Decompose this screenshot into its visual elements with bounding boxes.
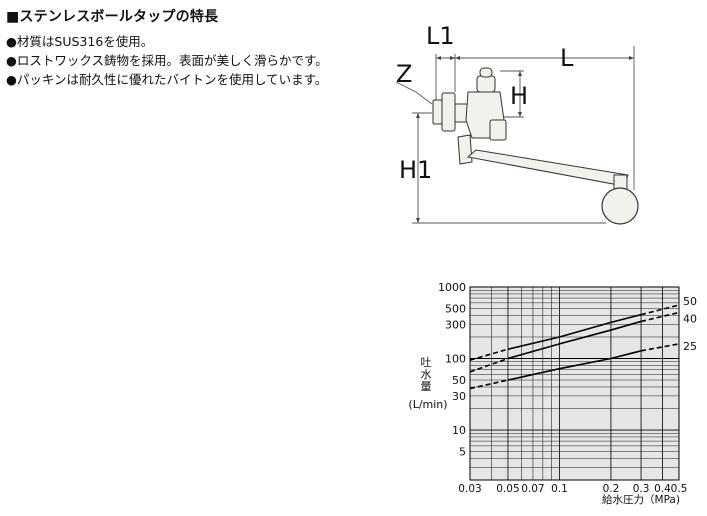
float-ball [601, 187, 639, 225]
y-tick-label: 500 [445, 303, 466, 316]
dim-h-label: H [510, 82, 528, 110]
ylabel-char: 水 [421, 368, 432, 381]
series-line-dashed [640, 343, 680, 352]
x-tick-label: 0.3 [633, 483, 650, 495]
series-line [507, 320, 642, 360]
ylabel-char: 吐 [421, 356, 432, 369]
series-line [507, 313, 642, 350]
series-line-dashed [469, 357, 509, 373]
x-tick-label: 0.05 [496, 483, 519, 495]
series-group: 50 40 25 [469, 295, 697, 390]
x-tick-label: 0.03 [458, 483, 481, 495]
xlabel: 給水圧力（MPa) [602, 493, 680, 506]
dim-h1-label: H1 [399, 156, 432, 184]
series-line-dashed [640, 304, 680, 316]
y-tick-label: 30 [452, 390, 466, 403]
series-label: 40 [683, 312, 697, 325]
feature-list: ●材質はSUS316を使用。 ●ロストワックス鋳物を採用。表面が美しく滑らかです… [6, 32, 328, 89]
x-tick-label: 0.4 [654, 483, 671, 495]
dim-l1-label: L1 [426, 22, 455, 50]
y-tick-label: 5 [459, 446, 466, 459]
x-tick-label: 0.5 [671, 483, 688, 495]
y-tick-label: 1000 [438, 281, 466, 294]
series-label: 25 [683, 340, 697, 353]
feature-item: ●ロストワックス鋳物を採用。表面が美しく滑らかです。 [6, 53, 328, 68]
y-tick-label: 50 [452, 374, 466, 387]
series-label: 50 [683, 295, 697, 308]
series-line-dashed [469, 348, 509, 361]
grid [469, 286, 679, 481]
ylabel-char: 量 [421, 380, 432, 393]
feature-item: ●パッキンは耐久性に優れたバイトンを使用しています。 [6, 72, 328, 87]
dim-z-label: Z [396, 60, 412, 88]
ylabel-unit: (L/min) [408, 398, 447, 411]
dim-l-label: L [560, 44, 574, 72]
series-line [507, 350, 642, 381]
series-line-dashed [469, 379, 509, 390]
x-tick-label: 0.2 [603, 483, 620, 495]
feature-heading: ■ステンレスボールタップの特長 [6, 9, 219, 25]
feature-item: ●材質はSUS316を使用。 [6, 34, 154, 49]
y-tick-label: 10 [452, 424, 466, 437]
plot-area [469, 286, 680, 481]
y-tick-label: 300 [445, 318, 466, 331]
series-line-dashed [640, 311, 680, 323]
y-tick-label: 100 [445, 353, 466, 366]
x-tick-label: 0.1 [551, 483, 568, 495]
x-tick-label: 0.07 [521, 483, 544, 495]
